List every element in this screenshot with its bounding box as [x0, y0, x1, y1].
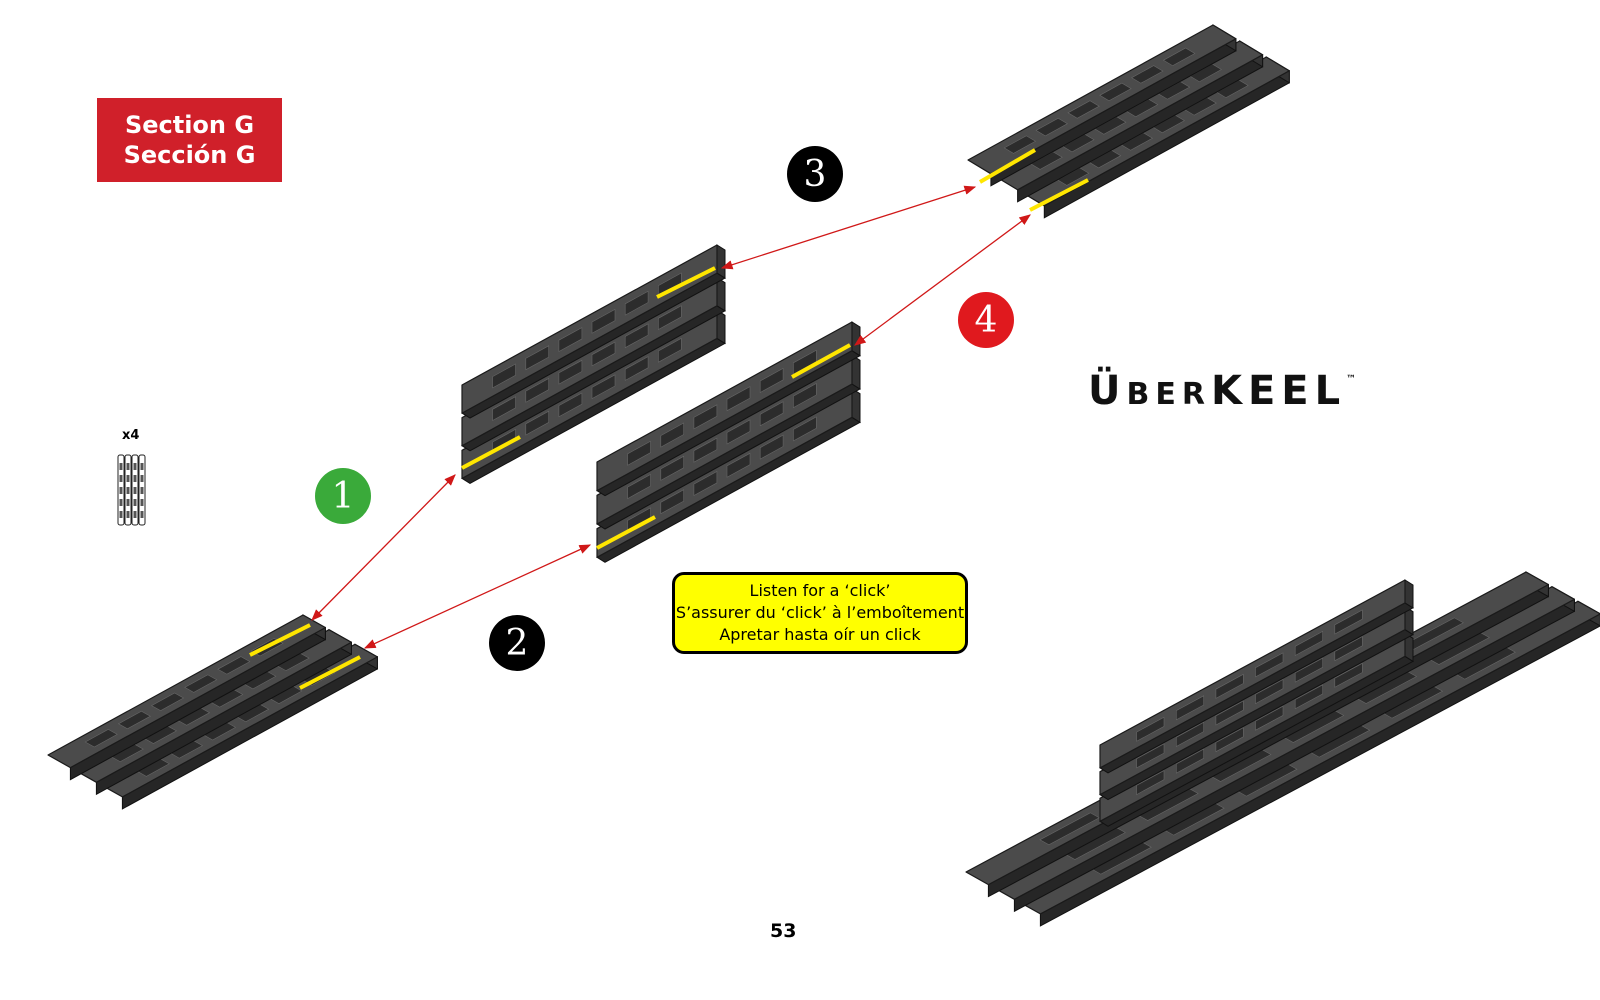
step-4-badge: 4	[958, 292, 1014, 348]
assembly-arrow	[854, 214, 1031, 346]
section-title-es: Sección G	[123, 141, 256, 169]
assembly-upright-plate	[1099, 579, 1414, 827]
step-3-badge: 3	[787, 146, 843, 202]
click-joint-marker	[978, 148, 1037, 184]
keel-plate-icon	[117, 454, 146, 526]
click-joint-marker	[461, 435, 521, 470]
click-joint-marker	[249, 623, 311, 657]
step-1-badge: 1	[315, 468, 371, 524]
plate-step2-upright	[596, 321, 861, 563]
click-joint-marker	[299, 655, 361, 690]
section-title-en: Section G	[124, 111, 255, 139]
uberkeel-logo: ÜBERKEEL™	[1088, 368, 1357, 414]
click-joint-marker	[1029, 178, 1089, 212]
notice-spanish: Apretar hasta oír un click	[719, 625, 921, 644]
click-joint-marker	[791, 343, 851, 379]
plate-step1-upright	[461, 244, 726, 484]
notice-english: Listen for a ‘click’	[749, 581, 891, 600]
plate-step1-flat	[47, 614, 378, 810]
assembly-lower-plate	[965, 571, 1600, 927]
assembly-arrow	[363, 544, 592, 649]
click-joint-marker	[596, 515, 656, 550]
section-label: Section G Sección G	[97, 98, 282, 182]
click-notice: Listen for a ‘click’ S’assurer du ‘click…	[672, 572, 968, 654]
assembly-arrow	[720, 185, 977, 270]
part-quantity: x4	[122, 428, 140, 443]
plate-step3-flat	[967, 24, 1290, 219]
step-2-badge: 2	[489, 615, 545, 671]
page-number: 53	[770, 920, 797, 942]
notice-french: S’assurer du ‘click’ à l’emboîtement	[675, 603, 965, 622]
click-joint-marker	[656, 266, 716, 299]
